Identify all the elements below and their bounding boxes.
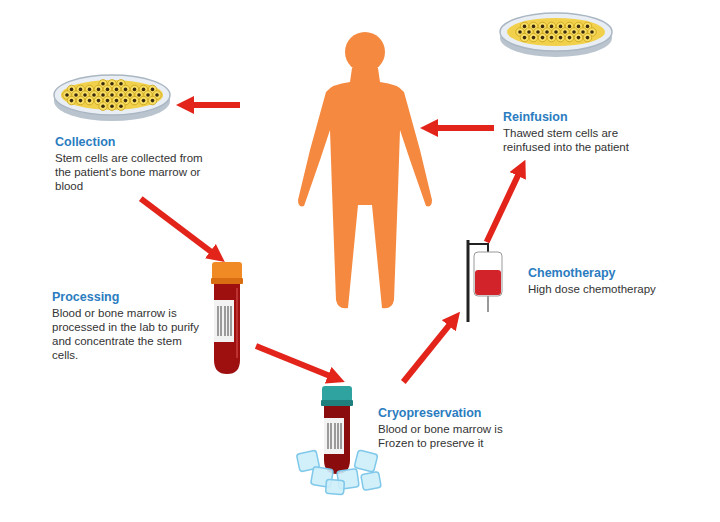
cell bbox=[76, 96, 84, 104]
cell bbox=[108, 102, 116, 110]
cell bbox=[130, 96, 138, 104]
cell bbox=[547, 33, 555, 41]
cell bbox=[520, 33, 528, 41]
blood-tube bbox=[211, 262, 243, 374]
step-heading: Processing bbox=[52, 290, 204, 306]
flow-arrow bbox=[188, 102, 240, 108]
flow-arrow bbox=[256, 346, 334, 377]
cell bbox=[574, 33, 582, 41]
flow-arrow bbox=[432, 125, 494, 131]
step-heading: Cryopreservation bbox=[378, 406, 528, 422]
ice-cubes bbox=[296, 450, 381, 495]
cell bbox=[529, 33, 537, 41]
step-box: ChemotherapyHigh dose chemotherapy bbox=[460, 242, 682, 324]
cell bbox=[583, 33, 591, 41]
step-box: CollectionStem cells are collected from … bbox=[50, 65, 215, 199]
step-heading: Collection bbox=[55, 135, 210, 151]
flow-arrow bbox=[403, 321, 452, 382]
step-box: ProcessingBlood or bone marrow is proces… bbox=[48, 262, 256, 374]
iv-bag bbox=[468, 240, 502, 322]
cell bbox=[139, 96, 147, 104]
step-description: High dose chemotherapy bbox=[528, 282, 678, 296]
flow-arrow bbox=[141, 199, 215, 255]
step-box: CryopreservationBlood or bone marrow is … bbox=[298, 382, 532, 494]
cell bbox=[117, 102, 125, 110]
cell bbox=[85, 96, 93, 104]
step-box: ReinfusionThawed stem cells are reinfuse… bbox=[498, 4, 635, 160]
petri-dish bbox=[54, 75, 170, 121]
cell bbox=[538, 33, 546, 41]
petri-dish bbox=[500, 13, 612, 57]
step-description: Blood or bone marrow is Frozen to preser… bbox=[378, 422, 528, 450]
cell bbox=[565, 33, 573, 41]
step-heading: Chemotherapy bbox=[528, 266, 678, 282]
figure-head bbox=[345, 32, 385, 72]
step-description: Thawed stem cells are reinfused into the… bbox=[503, 126, 631, 154]
human-figure bbox=[298, 68, 432, 308]
flow-arrow bbox=[487, 171, 521, 242]
frozen-tube bbox=[321, 386, 353, 474]
step-description: Blood or bone marrow is processed in the… bbox=[52, 306, 204, 362]
cell bbox=[99, 102, 107, 110]
step-heading: Reinfusion bbox=[503, 110, 631, 126]
cell bbox=[148, 96, 156, 104]
step-description: Stem cells are collected from the patien… bbox=[55, 151, 210, 193]
cell bbox=[67, 96, 75, 104]
cell bbox=[556, 33, 564, 41]
